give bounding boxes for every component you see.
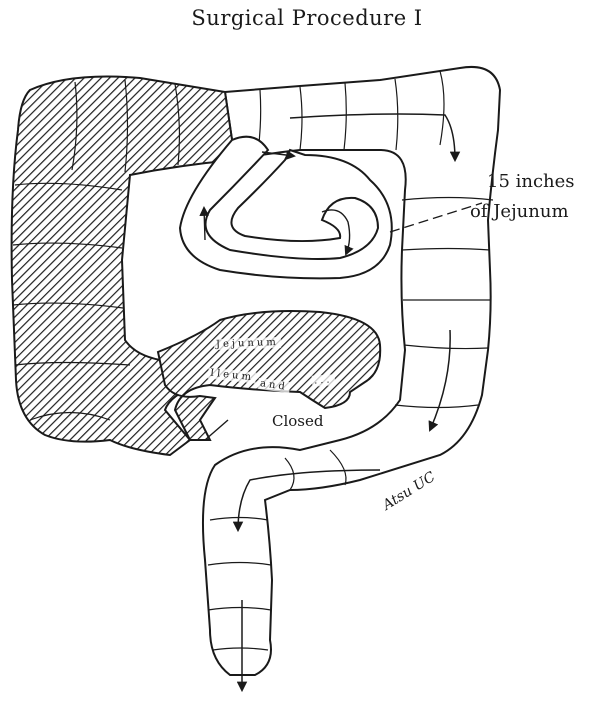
closed-ileum-loop	[158, 311, 380, 440]
closed-label: Closed	[272, 412, 323, 430]
jejunum-length-label-line2: of Jejunum	[470, 201, 569, 222]
loop-inscription-word: ...	[312, 374, 335, 387]
diagram-title: Surgical Procedure I	[0, 6, 614, 30]
jejunum-length-label-line1: 15 inches	[487, 171, 575, 192]
loop-inscription-word: Jejunum	[214, 337, 281, 350]
